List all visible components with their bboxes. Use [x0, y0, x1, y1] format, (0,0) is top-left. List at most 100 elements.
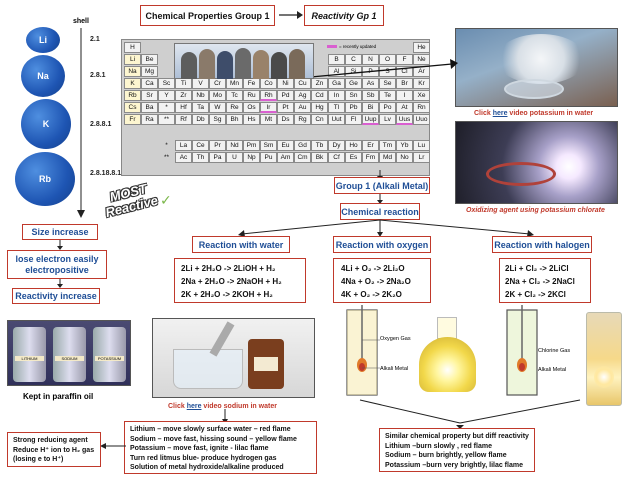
reactivity-link-box[interactable]: Reactivity Gp 1 — [304, 5, 384, 26]
element-cell: Pr — [209, 140, 226, 151]
element-cell: Mg — [141, 66, 158, 77]
lose-electron-text: lose electron easily electropositive — [15, 253, 99, 275]
element-cell: Cf — [328, 152, 345, 163]
element-cell: Db — [192, 114, 209, 125]
element-cell: As — [362, 78, 379, 89]
element-cell: Zr — [175, 90, 192, 101]
potassium-video-caption[interactable]: Click here video potassium in water — [474, 110, 593, 117]
element-cell: Os — [243, 102, 260, 113]
element-circle-k: K — [21, 99, 71, 149]
oxygen-eq-k: 4K + O₂ -> 2K₂O — [341, 290, 402, 299]
bottle-label-lithium: LITHIUM — [15, 356, 44, 361]
element-cell: Fm — [362, 152, 379, 163]
sodium-video-caption[interactable]: Click here video sodium in water — [168, 403, 277, 410]
reactivity-increase-text: Reactivity increase — [15, 291, 97, 301]
element-cell: Ds — [277, 114, 294, 125]
element-cell: Ca — [141, 78, 158, 89]
element-cell: Mn — [226, 78, 243, 89]
reducing-note-1: Strong reducing agent — [13, 437, 88, 444]
element-cell: Se — [379, 78, 396, 89]
element-cell: Tc — [226, 90, 243, 101]
element-cell: Uut — [328, 114, 345, 125]
glowing-jar-photo — [580, 308, 628, 408]
oxygen-eq-li: 4Li + O₂ -> 2Li₂O — [341, 264, 405, 273]
water-eq-li: 2Li + 2H₂O -> 2LiOH + H₂ — [181, 264, 276, 273]
halogen-equations: 2Li + Cl₂ -> 2LiCl 2Na + Cl₂ -> 2NaCl 2K… — [505, 262, 575, 301]
element-cell: Bh — [226, 114, 243, 125]
element-cell: Cs — [124, 102, 141, 113]
potassium-water-photo — [455, 28, 618, 107]
element-symbol: K — [42, 119, 50, 129]
oxygen-eq-na: 4Na + O₂ -> 2Na₂O — [341, 277, 411, 286]
element-cell: Au — [294, 102, 311, 113]
element-cell: Es — [345, 152, 362, 163]
element-cell: Ne — [413, 54, 430, 65]
lose-electron-box: lose electron easily electropositive — [7, 250, 107, 279]
element-cell: Dy — [328, 140, 345, 151]
element-cell: Ge — [345, 78, 362, 89]
element-cell: Fl — [345, 114, 362, 125]
reactivity-link[interactable]: Reactivity Gp 1 — [311, 10, 377, 21]
element-cell: Rg — [294, 114, 311, 125]
element-cell: Rf — [175, 114, 192, 125]
element-cell: Md — [379, 152, 396, 163]
element-cell: Pu — [260, 152, 277, 163]
element-cell: O — [379, 54, 396, 65]
sodium-water-photo — [152, 318, 315, 398]
element-cell: He — [413, 42, 430, 53]
water-notes-box: Lithium – move slowly surface water – re… — [124, 421, 317, 474]
caption-pre: Click — [474, 110, 493, 117]
water-note-na: Sodium – move fast, hissing sound – yell… — [130, 435, 297, 443]
element-cell: Kr — [413, 78, 430, 89]
element-cell: Ag — [294, 90, 311, 101]
sodium-video-link[interactable]: here — [186, 403, 202, 410]
element-cell: Sn — [345, 90, 362, 101]
chlorate-photo — [455, 121, 618, 204]
element-cell: Ac — [175, 152, 192, 163]
group1-text: Group 1 (Alkali Metal) — [335, 180, 429, 191]
element-cell: Si — [345, 66, 362, 77]
element-cell: * — [165, 142, 168, 149]
similar-note-li: Lithium –burn slowly , red flame — [385, 442, 492, 450]
element-cell: ** — [163, 154, 170, 161]
oxygen-equations-box — [333, 258, 431, 303]
oxygen-jar-diagram — [346, 305, 378, 396]
element-cell: B — [328, 54, 345, 65]
element-cell: W — [209, 102, 226, 113]
element-cell: Cd — [311, 90, 328, 101]
legend-text: = recently updated — [339, 44, 377, 49]
reaction-water-text: Reaction with water — [198, 239, 284, 250]
reaction-oxygen-text: Reaction with oxygen — [335, 239, 429, 250]
element-cell: At — [396, 102, 413, 113]
similar-notes-box: Similar chemical property but diff react… — [379, 428, 535, 472]
title-box: Chemical Properties Group 1 — [140, 5, 275, 26]
element-cell: Pa — [209, 152, 226, 163]
chemical-reaction-box: Chemical reaction — [340, 203, 420, 220]
reducing-note-2: Reduce H⁺ ion to H₂ gas — [13, 446, 95, 454]
element-cell: Bi — [362, 102, 379, 113]
element-cell: Sr — [141, 90, 158, 101]
element-cell: Tm — [379, 140, 396, 151]
bottle-label-potassium: POTASSIUM — [95, 356, 124, 361]
element-cell: Rb — [124, 90, 141, 101]
chlorate-caption: Oxidizing agent using potassium chlorate — [466, 207, 605, 214]
element-cell: Tb — [311, 140, 328, 151]
shell-config-na: 2.8.1 — [90, 72, 106, 79]
similar-note-na: Sodium – burn brightly, yellow flame — [385, 452, 507, 459]
water-note-solution: Solution of metal hydroxide/alkaline pro… — [130, 464, 284, 471]
alkali-metal-label: Alkali Metal — [380, 366, 409, 372]
reactivity-increase-box: Reactivity increase — [12, 288, 100, 304]
element-cell: Np — [243, 152, 260, 163]
most-reactive-text: MOST Reactive — [103, 180, 160, 221]
oxygen-gas-label: Oxygen Gas — [380, 336, 411, 342]
potassium-video-link[interactable]: here — [492, 110, 508, 117]
water-note-li: Lithium – move slowly surface water – re… — [130, 426, 291, 433]
element-cell: Al — [328, 66, 345, 77]
shell-config-k: 2.8.8.1 — [90, 121, 112, 128]
caption-post: video sodium in water — [201, 403, 277, 410]
element-cell: Pd — [277, 90, 294, 101]
element-cell: Uuo — [413, 114, 430, 125]
reaction-halogen-text: Reaction with halogen — [494, 239, 590, 250]
arrow-left-reducing — [100, 443, 126, 449]
water-note-k: Potassium – move fast, ignite - lilac fl… — [130, 445, 269, 452]
